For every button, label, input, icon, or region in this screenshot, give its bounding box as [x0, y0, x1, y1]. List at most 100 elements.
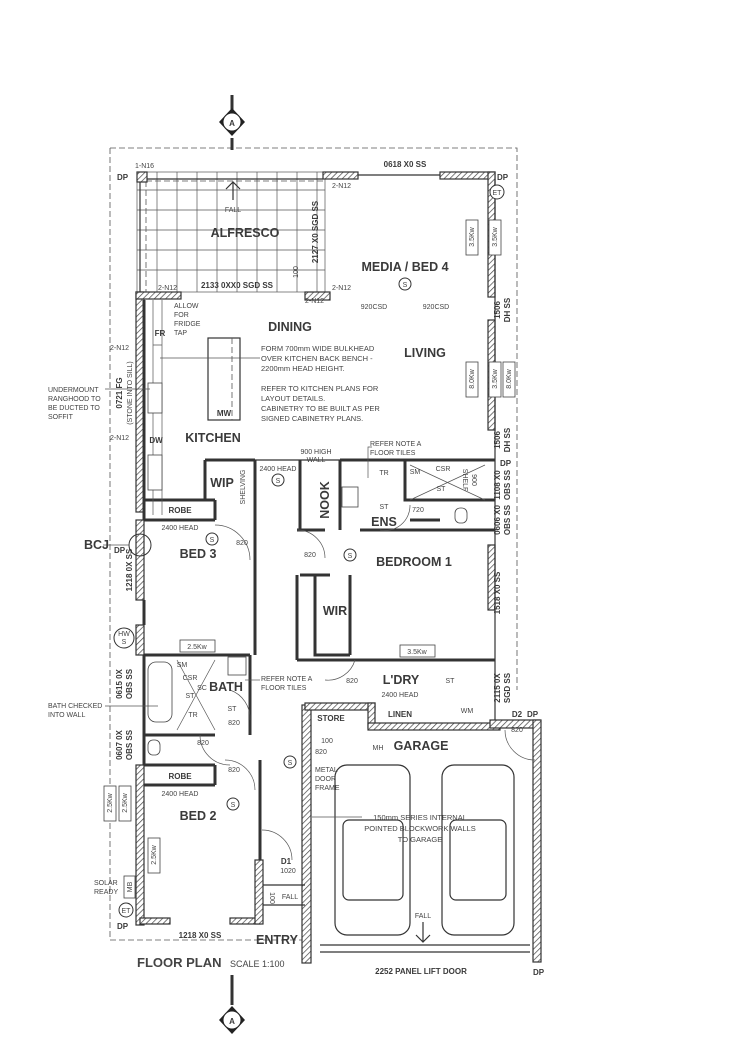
note-floor-tiles-bath: REFER NOTE A FLOOR TILES	[245, 676, 313, 692]
head-height-label: 2400 HEAD	[162, 525, 199, 532]
door-size: 820	[346, 678, 358, 685]
room-bed3: BED 3	[180, 547, 217, 561]
hot-water-tag: HWS	[113, 627, 135, 649]
door-size: 820	[228, 767, 240, 774]
electric-meter-tag: ET	[118, 902, 134, 918]
note-bulkhead: FORM 700mm WIDE BULKHEAD OVER KITCHEN BA…	[160, 344, 375, 373]
window-note: (STONE INTO SILL)	[127, 361, 134, 425]
washing-machine-label: WM	[461, 708, 474, 715]
plan-scale: SCALE 1:100	[230, 959, 285, 969]
ac-label: 3.5Kw	[469, 226, 476, 246]
smoke-detector-icon: S	[283, 755, 297, 769]
note-line: REFER TO KITCHEN PLANS FOR	[261, 384, 379, 393]
mb-label: MB	[127, 881, 134, 892]
door-size: 820	[304, 552, 316, 559]
floor-waste-label: ST	[380, 504, 390, 511]
window-label: 1218 X0 SS	[179, 931, 222, 940]
fall-label: FALL	[415, 913, 431, 920]
note-line: REFER NOTE A	[261, 676, 313, 683]
room-entry: ENTRY	[256, 933, 299, 947]
fall-label: FALL	[225, 207, 241, 214]
ac-label: 3.5Kw	[492, 368, 499, 388]
toilet-icon	[147, 739, 161, 756]
floor-waste-label: ST	[437, 486, 447, 493]
room-media: MEDIA / BED 4	[361, 260, 448, 274]
note-blockwork: 150mm SERIES INTERNAL POINTED BLOCKWORK …	[312, 813, 476, 844]
basin-icon	[341, 486, 359, 508]
door-label: 920CSD	[423, 304, 449, 311]
room-bed2: BED 2	[180, 809, 217, 823]
head-height-label: 2400 HEAD	[162, 791, 199, 798]
fall-label: FALL	[282, 894, 298, 901]
window-label: 1506	[493, 431, 502, 449]
ac-label: 8.0Kw	[469, 368, 476, 388]
et-label: ET	[122, 908, 132, 915]
ac-unit: 3.5Kw	[488, 219, 502, 256]
electric-meter-tag: ET	[489, 184, 505, 200]
note-line: FRIDGE	[174, 321, 201, 328]
shower-chair-label: SC	[197, 685, 207, 692]
hw-label: S	[122, 639, 127, 646]
window-label: 0607 0X	[115, 729, 124, 759]
room-robe: ROBE	[168, 772, 192, 781]
smoke-detector-icon: S	[271, 473, 285, 487]
ac-unit: 2.5Kw	[103, 785, 117, 822]
sink-icon	[147, 454, 163, 491]
note-line: TAP	[174, 330, 187, 337]
lintel-label: 2-N12	[110, 345, 129, 352]
window-label: OBS SS	[125, 729, 134, 760]
dimension-label: 100	[268, 892, 275, 904]
door-d1-label: D1	[281, 857, 292, 866]
window-label: OBS SS	[125, 668, 134, 699]
door-label: 2127 X0 SGD SS	[311, 200, 320, 263]
door-size: 820	[236, 540, 248, 547]
floor-waste-label: ST	[446, 678, 456, 685]
window-label: 0721 FG	[115, 377, 124, 408]
door-size: 820	[197, 740, 209, 747]
note-line: ALLOW	[174, 303, 199, 310]
note-line: UNDERMOUNT	[48, 387, 99, 394]
fridge-label: FR	[155, 329, 166, 338]
smoke-detector-icon: S	[205, 532, 219, 546]
interior-lines	[139, 174, 530, 953]
window-1506-lower: 1506 DH SS	[493, 427, 512, 452]
room-nook: NOOK	[318, 481, 332, 519]
note-bath: BATH CHECKED INTO WALL	[48, 703, 158, 719]
floor-waste-label: ST	[228, 706, 238, 713]
window-label: 1218 0X SS	[125, 548, 134, 591]
window-label: 1108 X0	[493, 470, 502, 500]
shelving-label: SHELVING	[240, 470, 247, 505]
note-line: 150mm SERIES INTERNAL	[373, 813, 467, 822]
note-line: FLOOR TILES	[370, 450, 416, 457]
ac-unit: 2.5Kw	[179, 639, 216, 653]
section-label: A	[229, 1017, 235, 1026]
window-label: 1518 X0 SS	[493, 571, 502, 614]
door-d2-label: D2	[512, 710, 523, 719]
ac-label: 3.5Kw	[492, 226, 499, 246]
door-size: 820	[511, 727, 523, 734]
downpipe-label: DP	[117, 922, 129, 931]
smoke-label: S	[403, 282, 408, 289]
dimension-label: 100	[321, 738, 333, 745]
door-label: 2115 0X	[493, 673, 502, 703]
room-store: STORE	[317, 714, 345, 723]
ac-label: 3.5Kw	[407, 649, 427, 656]
note-floor-tiles-ens: REFER NOTE A FLOOR TILES	[367, 441, 422, 478]
lintel-label: 1-N16	[135, 163, 154, 170]
smoke-label: S	[288, 760, 293, 767]
room-robe: ROBE	[168, 506, 192, 515]
window-label: 0606 X0	[493, 505, 502, 535]
smoke-detector-icon: S	[226, 797, 240, 811]
room-ens: ENS	[371, 515, 397, 529]
note-metal-door-frame: METAL DOOR FRAME	[315, 767, 340, 792]
kitchen-island	[207, 337, 241, 421]
cooktop-icon	[147, 382, 163, 414]
door-d1-size: 1020	[280, 868, 296, 875]
shower-rose-label: CSR	[183, 675, 198, 682]
ac-unit: 8.0Kw	[465, 361, 479, 398]
downpipe-label: DP	[114, 546, 126, 555]
bcj-tag: BCJ	[84, 533, 152, 557]
room-bath: BATH	[209, 680, 243, 694]
window-label: DH SS	[503, 427, 512, 452]
half-wall-label: WALL	[307, 457, 326, 464]
